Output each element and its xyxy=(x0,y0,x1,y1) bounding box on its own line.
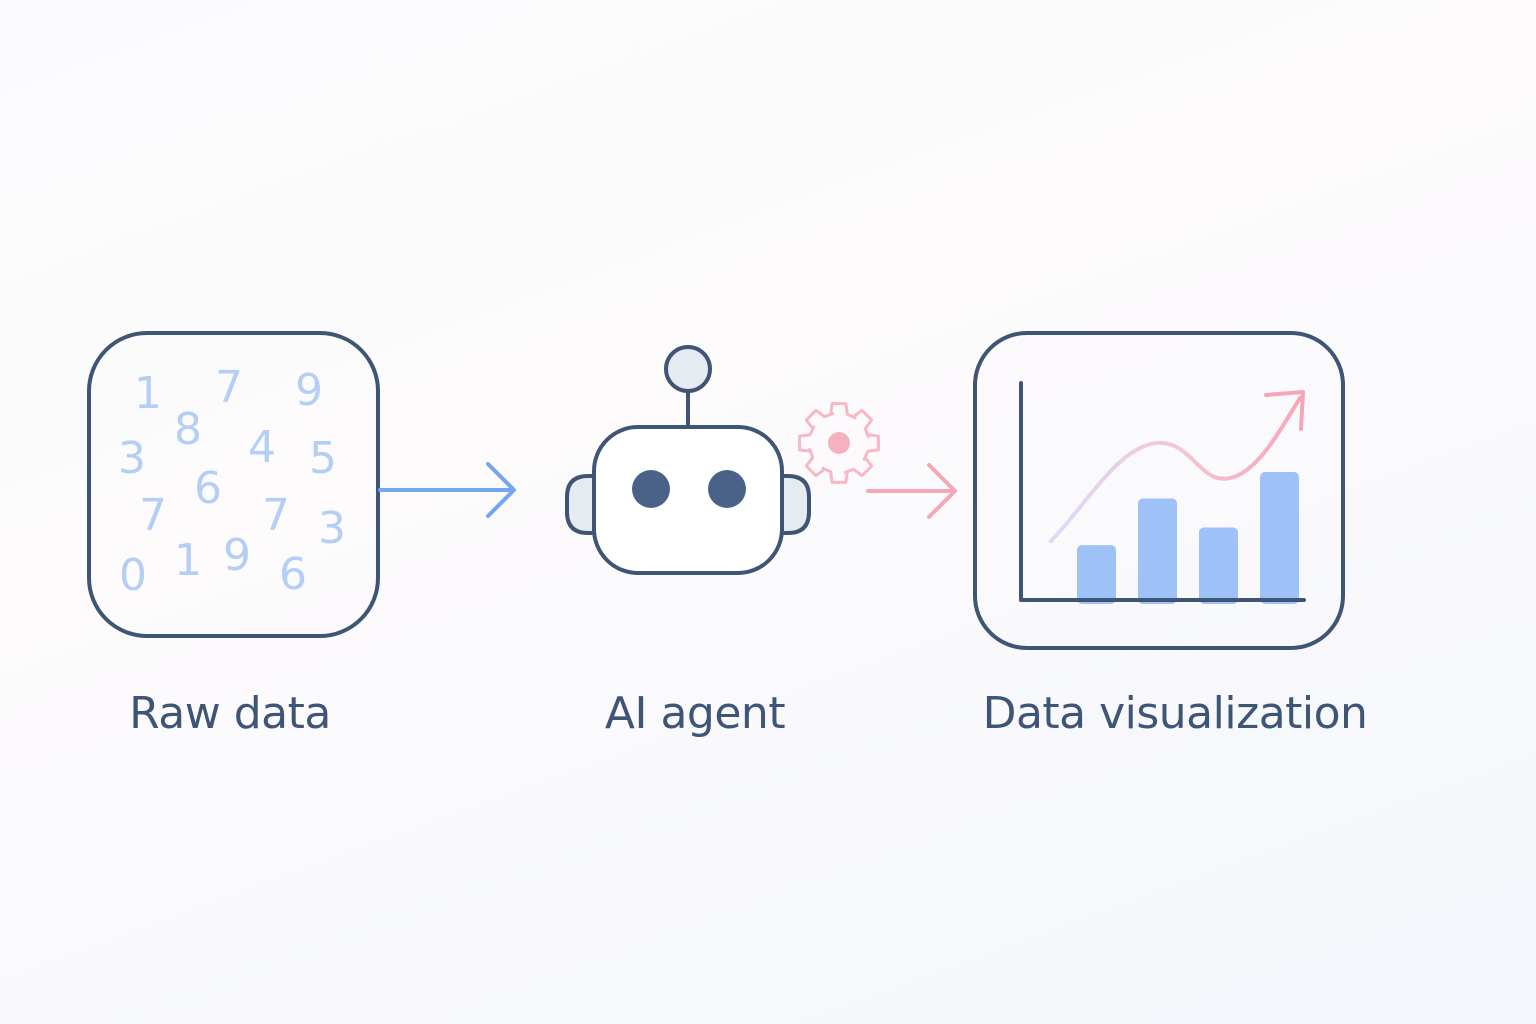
ai-agent-label: AI agent xyxy=(604,688,786,739)
chart-axes xyxy=(1019,381,1306,602)
chart-bar xyxy=(1199,527,1238,604)
viz-box xyxy=(973,331,1345,650)
trend-line xyxy=(1049,396,1302,543)
digit: 9 xyxy=(295,365,323,416)
digit: 0 xyxy=(119,550,147,601)
digit: 7 xyxy=(139,490,167,541)
robot-right-ear xyxy=(780,474,811,535)
digit: 6 xyxy=(194,463,222,514)
raw-data-label: Raw data xyxy=(129,688,331,739)
digit: 8 xyxy=(174,404,202,455)
chart-icon xyxy=(973,331,1345,650)
digit: 4 xyxy=(248,422,276,473)
arrow-right-icon xyxy=(866,463,957,519)
digit: 1 xyxy=(174,535,202,586)
chart-bar xyxy=(1260,472,1299,604)
robot-icon xyxy=(565,345,811,575)
robot-left-eye xyxy=(632,470,670,508)
chart-bar xyxy=(1077,545,1116,604)
gear-hub xyxy=(828,432,850,454)
bars-group xyxy=(1077,472,1299,604)
chart-bar xyxy=(1138,498,1177,604)
digit: 3 xyxy=(318,503,346,554)
digit: 9 xyxy=(223,530,251,581)
digit: 6 xyxy=(279,549,307,600)
robot-head xyxy=(592,425,784,575)
robot-antenna-tip xyxy=(664,345,712,393)
raw-data-icon: 1 7 9 8 3 4 5 6 7 7 3 0 1 9 6 xyxy=(87,331,380,638)
arrow-right-icon xyxy=(378,462,516,518)
digit: 1 xyxy=(134,368,162,419)
digits-group: 1 7 9 8 3 4 5 6 7 7 3 0 1 9 6 xyxy=(118,362,346,601)
robot-right-eye xyxy=(708,470,746,508)
digit: 7 xyxy=(262,490,290,541)
raw-data-box xyxy=(87,331,380,638)
trend-arrowhead xyxy=(1264,390,1305,431)
digit: 7 xyxy=(215,362,243,413)
robot-left-ear xyxy=(565,474,596,535)
digit: 5 xyxy=(309,433,337,484)
digit: 3 xyxy=(118,433,146,484)
data-visualization-label: Data visualization xyxy=(982,688,1368,739)
gear-icon xyxy=(798,402,880,484)
gear-outline xyxy=(798,402,880,484)
